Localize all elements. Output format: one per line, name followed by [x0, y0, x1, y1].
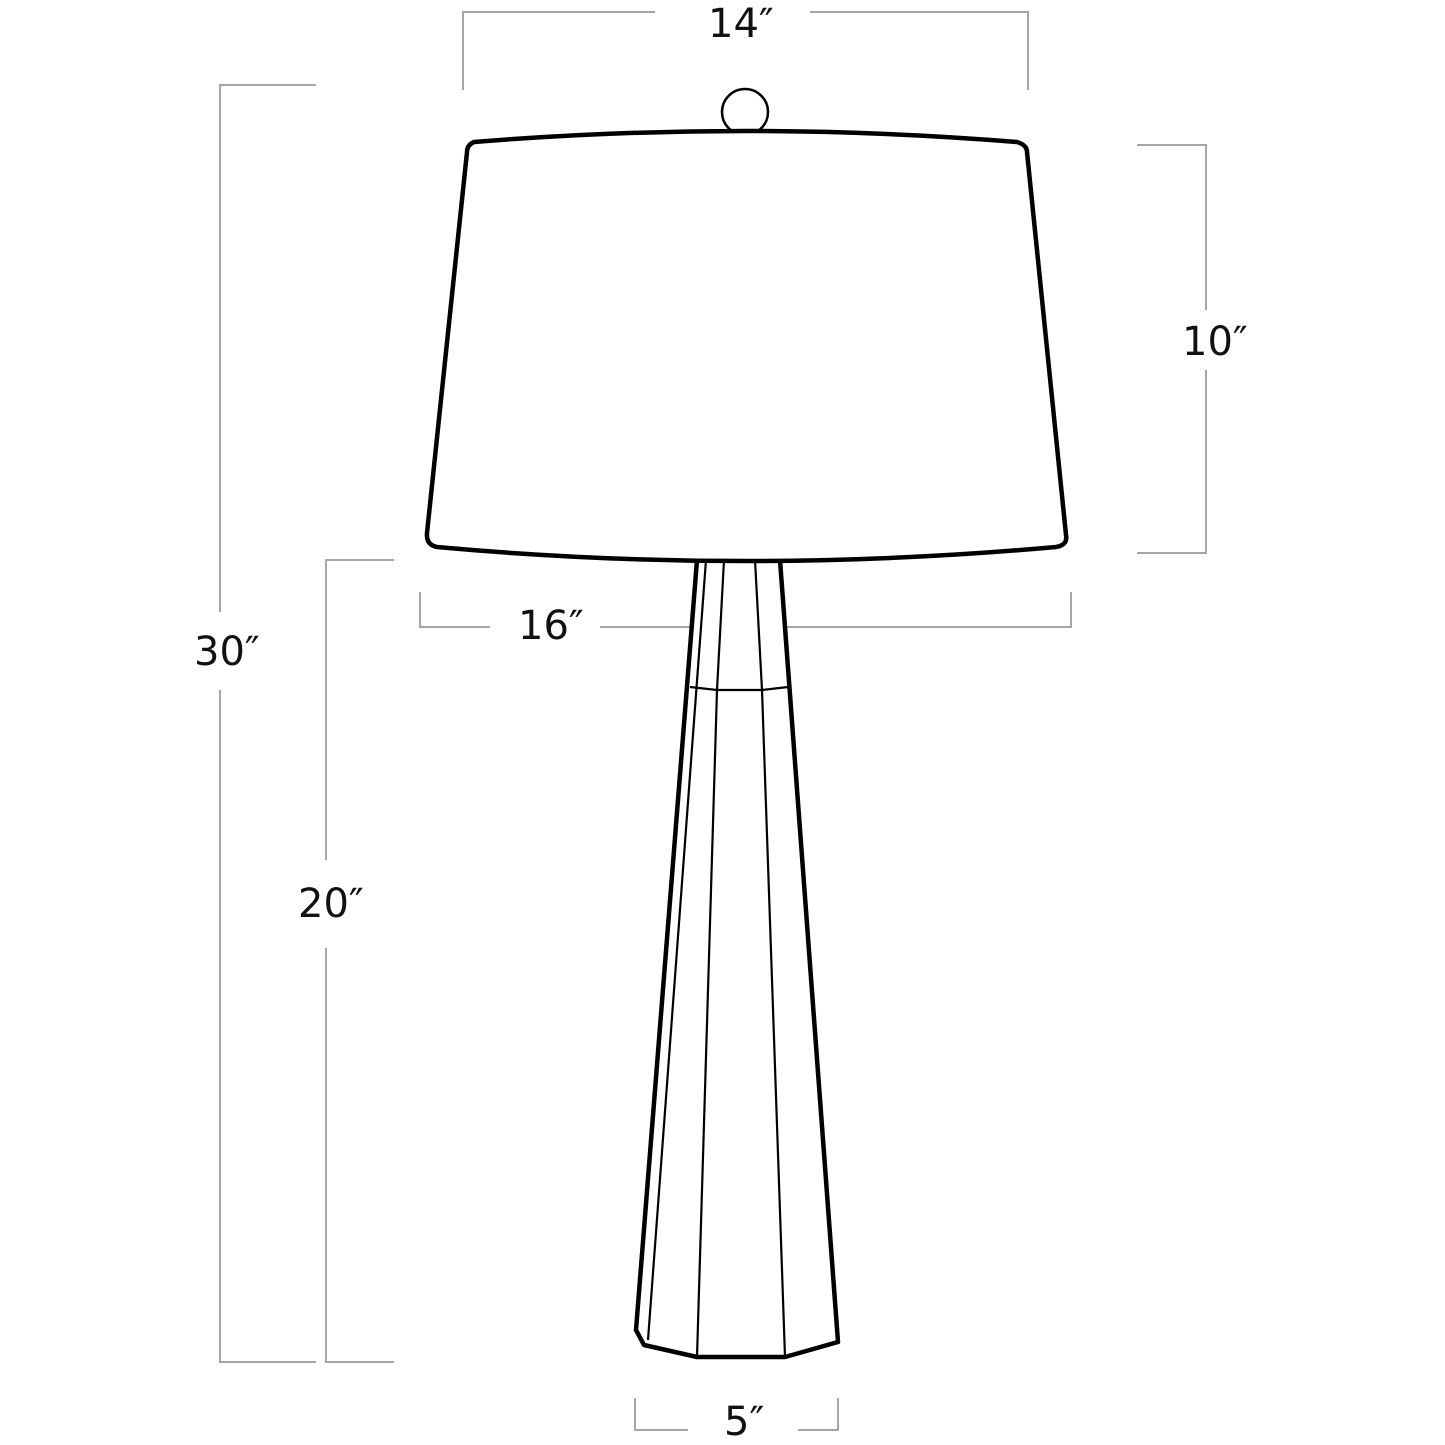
dimension-shade-top-width — [462, 11, 1029, 90]
label-base-height: 20″ — [298, 881, 364, 927]
label-overall-height: 30″ — [194, 629, 260, 675]
dimension-base-height — [325, 559, 394, 1363]
finial-icon — [720, 87, 770, 137]
label-base-width: 5″ — [724, 1399, 765, 1445]
label-shade-height: 10″ — [1182, 319, 1248, 365]
dimension-shade-height — [1137, 144, 1207, 554]
lamp-shade — [424, 128, 1069, 564]
label-shade-top-width: 14″ — [708, 1, 774, 47]
dimension-shade-bottom-width — [419, 592, 1072, 628]
lamp-body — [633, 557, 841, 1360]
dimension-base-width — [634, 1398, 839, 1431]
label-shade-bottom-width: 16″ — [518, 603, 584, 649]
dimension-overall-height — [219, 84, 316, 1363]
